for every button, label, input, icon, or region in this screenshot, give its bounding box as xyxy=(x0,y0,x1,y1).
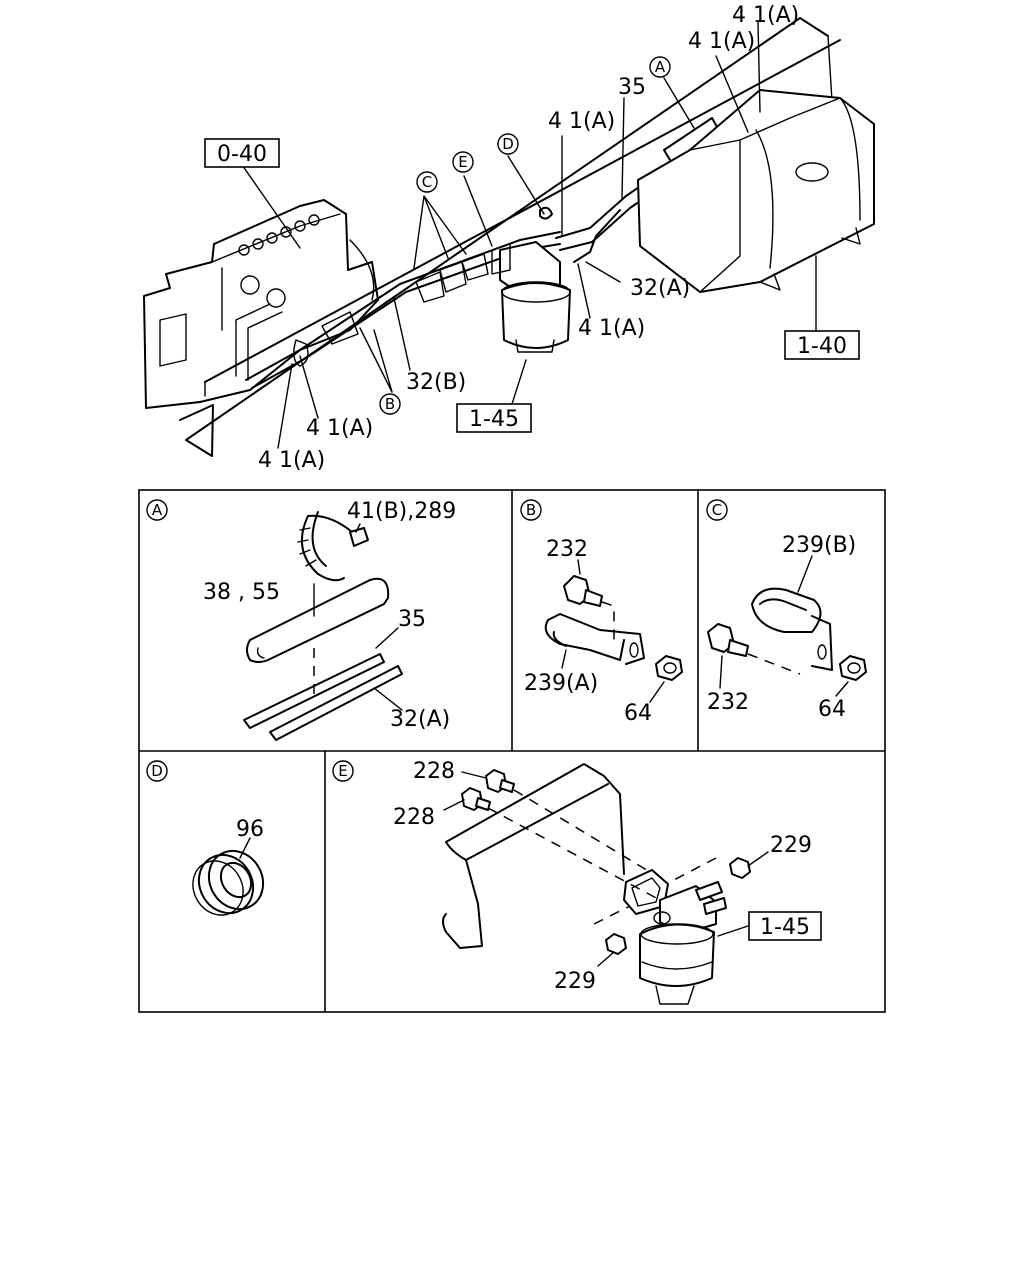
callout-b[interactable]: B xyxy=(379,393,401,415)
label-239b: 239(B) xyxy=(782,533,856,558)
bolt-232-panel-c xyxy=(707,623,749,657)
label-229-upper: 229 xyxy=(770,833,812,858)
panel-e-callout: E xyxy=(338,762,347,780)
label-232-panel-b: 232 xyxy=(546,537,588,562)
label-32b: 32(B) xyxy=(406,370,466,395)
callout-e[interactable]: E xyxy=(452,151,474,173)
nut-229-upper xyxy=(729,857,751,879)
panel-b-callout: B xyxy=(526,501,536,519)
label-228-lower: 228 xyxy=(393,805,435,830)
nut-229-lower xyxy=(605,933,627,955)
detail-panel-d: D 96 xyxy=(146,760,265,916)
callout-a-letter: A xyxy=(655,58,666,76)
callout-d-letter: D xyxy=(502,135,514,153)
grommet-96 xyxy=(192,849,265,916)
detail-panel-c: C 239(B) 232 64 xyxy=(706,499,867,722)
callout-d[interactable]: D xyxy=(497,133,519,155)
label-41a-lower: 4 1(A) xyxy=(306,416,373,441)
panel-d-callout: D xyxy=(151,762,163,780)
label-229-lower: 229 xyxy=(554,969,596,994)
callout-b-letter: B xyxy=(385,395,395,413)
engine-block xyxy=(143,199,379,409)
label-38-55: 38 , 55 xyxy=(203,580,280,605)
label-64-panel-c: 64 xyxy=(818,697,846,722)
ref-box-1-40[interactable]: 1-40 xyxy=(784,330,860,360)
callout-a[interactable]: A xyxy=(649,56,671,78)
detail-panel-b: B 232 239(A) 64 xyxy=(520,499,683,726)
label-239a: 239(A) xyxy=(524,671,598,696)
overview-drawing: 0-40 1-40 1-45 4 1(A) 4 1(A) 4 1(A) 4 1(… xyxy=(143,3,875,473)
detail-panel-a: A 41(B),289 38 , 55 35 32(A) xyxy=(146,499,456,741)
strap-239b xyxy=(751,587,833,671)
label-35-panel-a: 35 xyxy=(398,607,426,632)
label-232-panel-c: 232 xyxy=(707,690,749,715)
label-35: 35 xyxy=(618,75,646,100)
label-41a-upper: 4 1(A) xyxy=(688,29,755,54)
callout-e-letter: E xyxy=(458,153,467,171)
bolt-232 xyxy=(563,575,603,607)
overview-leaders xyxy=(239,21,817,449)
bracket-239a xyxy=(544,613,645,665)
band-clamp xyxy=(297,511,369,582)
frame-rail xyxy=(179,17,841,457)
label-41a-top: 4 1(A) xyxy=(732,3,799,28)
nut-64 xyxy=(655,655,683,681)
ref-0-40-label: 0-40 xyxy=(217,142,267,167)
callout-c[interactable]: C xyxy=(416,171,438,193)
frame-rail-section xyxy=(442,763,625,949)
bolt-228-lower xyxy=(461,787,491,811)
bolt-228-upper xyxy=(485,769,515,793)
label-41a-filter: 4 1(A) xyxy=(578,316,645,341)
label-41b-289: 41(B),289 xyxy=(347,499,456,524)
label-96: 96 xyxy=(236,817,264,842)
protective-sleeve xyxy=(246,577,390,663)
fuel-filter-overview xyxy=(491,241,571,353)
label-32a-panel-a: 32(A) xyxy=(390,707,450,732)
detail-grid xyxy=(138,489,886,1013)
fuel-filter-assembly xyxy=(639,881,727,1005)
detail-panel-e: E xyxy=(332,759,822,1005)
fuel-tank xyxy=(637,89,875,293)
ref-box-1-45[interactable]: 1-45 xyxy=(456,403,532,433)
ref-1-45-panel-e-label: 1-45 xyxy=(760,915,810,940)
ref-1-40-label: 1-40 xyxy=(797,334,847,359)
hose-and-line xyxy=(243,653,403,741)
label-41a-bottom: 4 1(A) xyxy=(258,448,325,473)
label-41a-mid: 4 1(A) xyxy=(548,109,615,134)
nut-64-panel-c xyxy=(839,655,867,681)
ref-box-0-40[interactable]: 0-40 xyxy=(204,138,280,168)
panel-c-callout: C xyxy=(712,501,722,519)
ref-1-45-label: 1-45 xyxy=(469,407,519,432)
panel-a-callout: A xyxy=(152,501,163,519)
ref-box-1-45-panel-e[interactable]: 1-45 xyxy=(748,911,822,941)
callout-c-letter: C xyxy=(422,173,432,191)
label-32a: 32(A) xyxy=(630,276,690,301)
label-228-upper: 228 xyxy=(413,759,455,784)
label-64-panel-b: 64 xyxy=(624,701,652,726)
